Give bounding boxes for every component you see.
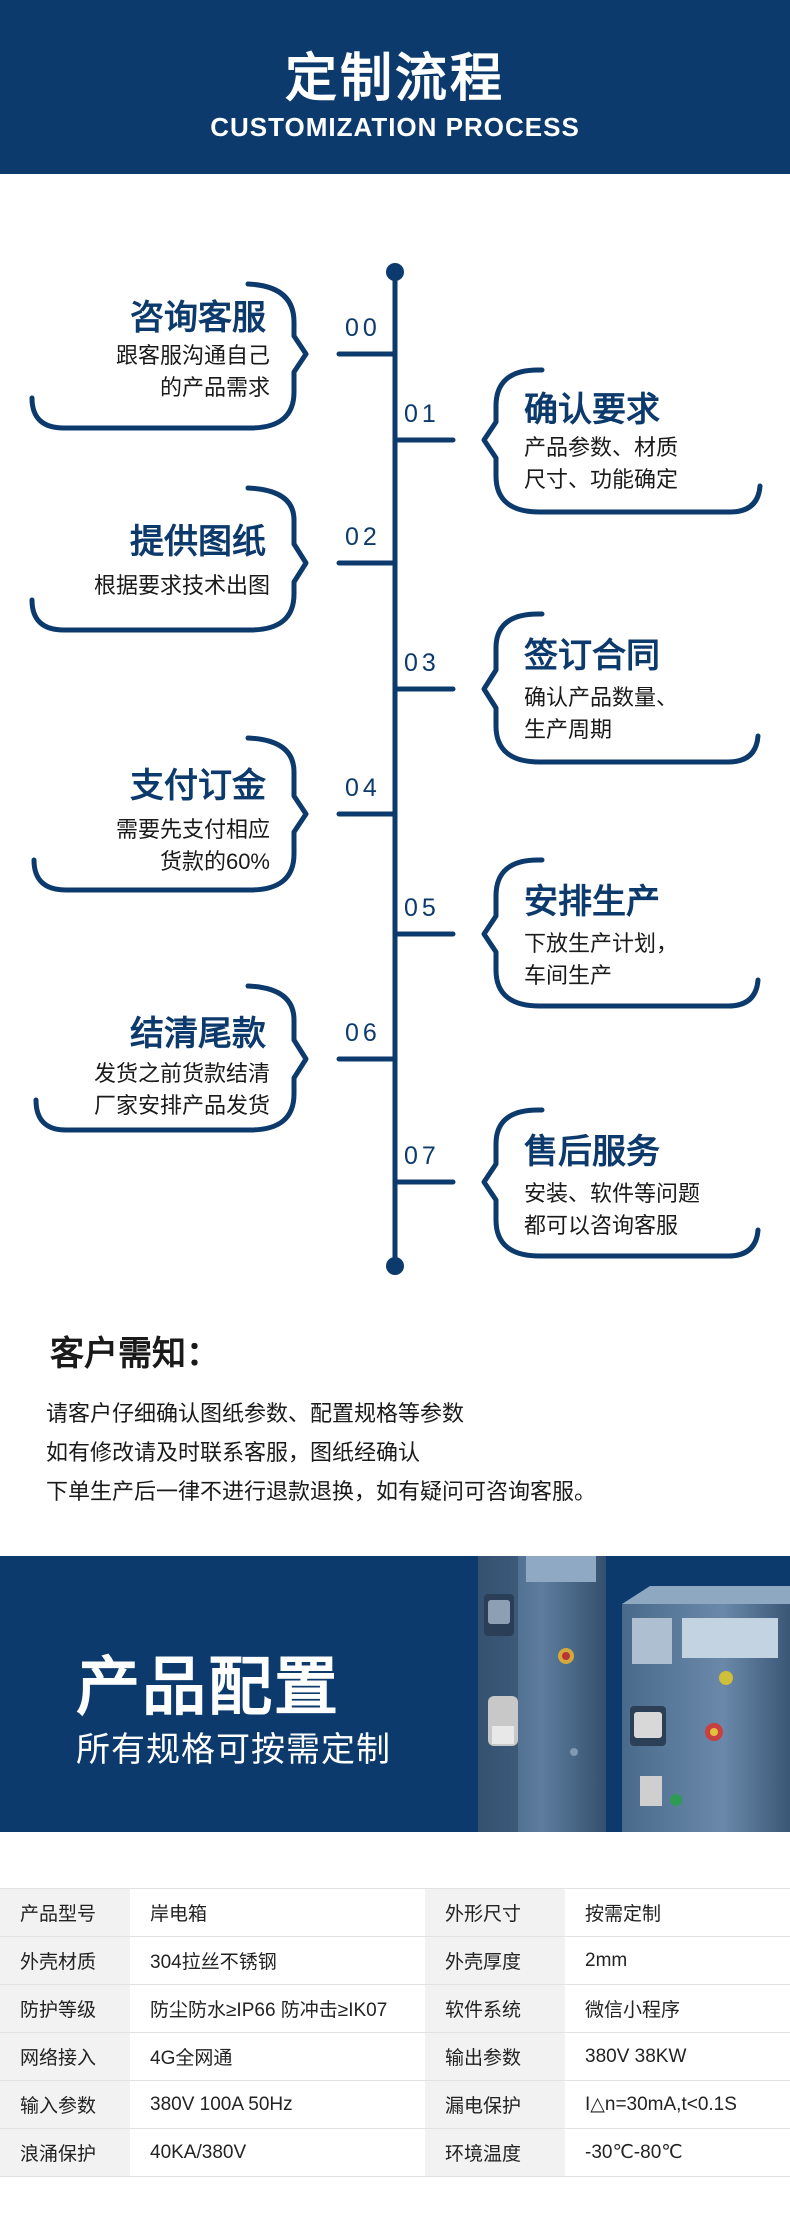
timeline-end-dot [386, 1257, 404, 1275]
spec-value: 微信小程序 [565, 1984, 790, 2033]
spec-key: 漏电保护 [425, 2080, 565, 2129]
table-row: 网络接入 4G全网通 输出参数 380V 38KW [0, 2032, 790, 2081]
step-number-05: 05 [404, 894, 440, 922]
bubble-04 [31, 735, 309, 893]
step-desc-07-line1: 安装、软件等问题 [524, 1181, 701, 1206]
table-row: 产品型号 岸电箱 外形尺寸 按需定制 [0, 1888, 790, 1937]
process-section: 00 01 02 03 04 05 06 07 咨询客服 跟客服沟通自己 的产品… [0, 174, 790, 1324]
step-desc-00-line2: 的产品需求 [159, 375, 270, 400]
table-row: 外壳材质 304拉丝不锈钢 外壳厚度 2mm [0, 1936, 790, 1985]
table-row: 输入参数 380V 100A 50Hz 漏电保护 I△n=30mA,t<0.1S [0, 2080, 790, 2129]
bubble-05 [481, 857, 761, 1009]
step-desc-03-line1: 确认产品数量、 [524, 685, 679, 710]
step-desc-04-line1: 需要先支付相应 [115, 817, 270, 842]
step-number-07: 07 [404, 1142, 440, 1170]
step-desc-05-line2: 车间生产 [524, 963, 613, 988]
step-title-01: 确认要求 [524, 391, 660, 429]
spec-key: 外形尺寸 [425, 1888, 565, 1937]
step-number-00: 00 [345, 314, 381, 342]
step-number-02: 02 [345, 523, 381, 551]
spec-value: 2mm [565, 1936, 790, 1985]
spec-value: 380V 100A 50Hz [130, 2080, 425, 2129]
spec-key: 产品型号 [0, 1888, 130, 1937]
bubble-03 [481, 611, 761, 765]
spec-key: 外壳材质 [0, 1936, 130, 1985]
step-title-06: 结清尾款 [130, 1015, 266, 1053]
shore-power-box-illustration [478, 1556, 790, 1832]
spec-value: I△n=30mA,t<0.1S [565, 2080, 790, 2129]
step-desc-01-line2: 尺寸、功能确定 [524, 467, 679, 492]
page-subtitle: CUSTOMIZATION PROCESS [210, 112, 580, 142]
notice-line-2: 如有修改请及时联系客服，图纸经确认 [46, 1440, 421, 1465]
spec-value: 304拉丝不锈钢 [130, 1936, 425, 1985]
step-title-04: 支付订金 [130, 767, 266, 805]
spec-key: 浪涌保护 [0, 2128, 130, 2177]
spec-value: 按需定制 [565, 1888, 790, 1937]
spec-value: 380V 38KW [565, 2032, 790, 2081]
step-title-07: 售后服务 [524, 1133, 660, 1171]
spec-key: 防护等级 [0, 1984, 130, 2033]
step-desc-00-line1: 跟客服沟通自己 [115, 343, 270, 368]
table-row: 防护等级 防尘防水≥IP66 防冲击≥IK07 软件系统 微信小程序 [0, 1984, 790, 2033]
step-title-02: 提供图纸 [130, 523, 266, 561]
spec-value: -30℃-80℃ [565, 2128, 790, 2177]
spec-key: 软件系统 [425, 1984, 565, 2033]
spec-value: 4G全网通 [130, 2032, 425, 2081]
step-number-03: 03 [404, 649, 440, 677]
spec-value: 40KA/380V [130, 2128, 425, 2177]
spec-key: 环境温度 [425, 2128, 565, 2177]
notice-line-1: 请客户仔细确认图纸参数、配置规格等参数 [46, 1401, 465, 1426]
bubble-07 [481, 1107, 761, 1259]
notice-line-3: 下单生产后一律不进行退款退换，如有疑问可咨询客服。 [46, 1479, 597, 1504]
table-row: 浪涌保护 40KA/380V 环境温度 -30℃-80℃ [0, 2128, 790, 2177]
step-number-01: 01 [404, 400, 440, 428]
banner-subtitle: 所有规格可按需定制 [76, 1731, 391, 1769]
spec-table: 产品型号 岸电箱 外形尺寸 按需定制 外壳材质 304拉丝不锈钢 外壳厚度 2m… [0, 1888, 790, 2177]
bubble-06 [33, 983, 309, 1133]
banner-title: 产品配置 [76, 1651, 340, 1723]
spec-key: 输入参数 [0, 2080, 130, 2129]
spec-key: 外壳厚度 [425, 1936, 565, 1985]
step-desc-02-line1: 根据要求技术出图 [93, 573, 270, 598]
bubble-01 [481, 367, 763, 515]
step-title-03: 签订合同 [524, 637, 660, 675]
spec-key: 网络接入 [0, 2032, 130, 2081]
bubble-00 [29, 281, 309, 431]
timeline-start-dot [386, 263, 404, 281]
step-desc-01-line1: 产品参数、材质 [524, 435, 679, 460]
spec-value: 防尘防水≥IP66 防冲击≥IK07 [130, 1984, 425, 2033]
step-number-04: 04 [345, 774, 381, 802]
notice-title: 客户需知： [50, 1335, 220, 1373]
step-desc-03-line2: 生产周期 [524, 717, 613, 742]
step-title-05: 安排生产 [524, 883, 660, 921]
spec-key: 输出参数 [425, 2032, 565, 2081]
bubble-02 [29, 485, 309, 633]
step-desc-05-line1: 下放生产计划， [524, 931, 679, 956]
step-desc-07-line2: 都可以咨询客服 [524, 1213, 679, 1238]
product-config-banner: 产品配置 所有规格可按需定制 [0, 1556, 790, 1832]
timeline-graphic [29, 263, 763, 1275]
step-desc-06-line2: 厂家安排产品发货 [93, 1093, 270, 1118]
spec-value: 岸电箱 [130, 1888, 425, 1937]
step-number-06: 06 [345, 1019, 381, 1047]
step-title-00: 咨询客服 [130, 299, 266, 337]
step-desc-04-line2: 货款的60% [159, 849, 270, 874]
page-title: 定制流程 [284, 50, 505, 108]
step-desc-06-line1: 发货之前货款结清 [93, 1061, 270, 1086]
page-header: 定制流程 CUSTOMIZATION PROCESS [0, 0, 790, 174]
